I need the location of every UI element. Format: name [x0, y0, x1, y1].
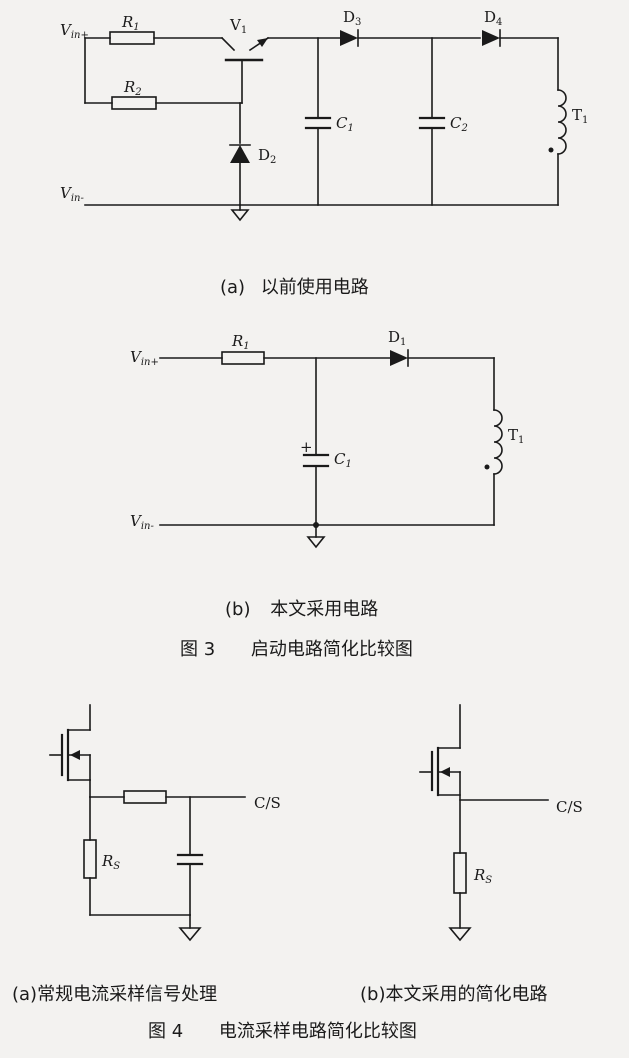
fig3b-r1	[221, 351, 265, 365]
fig3a-labels: Vin+ Vin- R1 R2 V1 D2 D3 D4 C1 C2 T1	[60, 8, 588, 204]
svg-text:T1: T1	[508, 426, 524, 446]
fig4a-ground-icon	[178, 927, 202, 942]
fig3b-diode-d1	[390, 350, 408, 366]
svg-text:RS: RS	[101, 852, 120, 872]
fig4-title-number: 图 4	[148, 1021, 184, 1042]
fig3-title-number: 图 3	[180, 639, 216, 660]
svg-text:C/S: C/S	[254, 794, 281, 812]
fig4a-caption: (a)常规电流采样信号处理	[12, 984, 218, 1005]
svg-text:D1: D1	[388, 328, 406, 348]
fig3-title: 图 3 启动电路简化比较图	[180, 635, 413, 661]
fig3a-caption-letter: (a)	[220, 277, 246, 298]
svg-text:T1: T1	[572, 106, 588, 126]
fig3a-caption-text: 以前使用电路	[260, 277, 369, 298]
svg-text:C/S: C/S	[556, 798, 583, 816]
fig3a-r2	[111, 96, 157, 110]
fig3b-labels: Vin+ Vin- R1 D1 C1 T1 +	[130, 328, 524, 532]
svg-text:Vin+: Vin+	[60, 21, 89, 41]
fig3a-diode-d3	[340, 30, 358, 46]
fig3b-circuit	[159, 349, 503, 549]
fig4-title-text: 电流采样电路简化比较图	[218, 1021, 417, 1042]
svg-text:Vin-: Vin-	[60, 184, 84, 204]
svg-text:+: +	[300, 438, 313, 456]
fig4a-resistor	[123, 790, 167, 804]
svg-text:C2: C2	[450, 114, 468, 134]
fig3a-circuit	[84, 29, 567, 222]
fig4a-rs	[83, 839, 97, 879]
fig4a-circuit	[49, 704, 246, 942]
fig4b-rs	[453, 852, 467, 894]
svg-text:R1: R1	[121, 13, 140, 33]
fig3a-r1	[109, 31, 155, 45]
svg-text:D2: D2	[258, 146, 276, 166]
fig4-title: 图 4 电流采样电路简化比较图	[148, 1017, 417, 1043]
svg-text:R1: R1	[231, 332, 250, 352]
fig3b-caption-text: 本文采用电路	[270, 599, 379, 620]
svg-text:Vin+: Vin+	[130, 348, 159, 368]
svg-text:C1: C1	[334, 450, 352, 470]
svg-text:D4: D4	[484, 8, 502, 28]
svg-text:C1: C1	[336, 114, 354, 134]
fig3b-caption-letter: (b)	[225, 599, 251, 620]
fig4b-labels: C/S RS	[473, 798, 583, 886]
fig3a-ground-icon	[230, 209, 250, 222]
svg-text:V1: V1	[229, 16, 247, 36]
fig3a-diode-d4	[482, 30, 500, 46]
fig3a-inductor-t1	[557, 89, 567, 155]
fig3a-transistor-v1	[220, 36, 270, 62]
fig3a-caption: (a) 以前使用电路	[220, 273, 369, 299]
fig3b-caption: (b) 本文采用电路	[225, 595, 378, 621]
fig4b-caption: (b)本文采用的简化电路	[360, 984, 548, 1005]
fig3b-inductor-t1	[493, 409, 503, 475]
fig3a-diode-d2	[229, 144, 251, 163]
fig4b-circuit	[419, 704, 549, 942]
fig4b-ground-icon	[448, 927, 472, 942]
fig3-title-text: 启动电路简化比较图	[250, 639, 413, 660]
svg-text:Vin-: Vin-	[130, 512, 154, 532]
svg-text:R2: R2	[123, 78, 142, 98]
svg-text:D3: D3	[343, 8, 361, 28]
fig3b-ground-icon	[306, 536, 326, 549]
fig4a-labels: C/S RS	[101, 794, 281, 872]
svg-text:RS: RS	[473, 866, 492, 886]
